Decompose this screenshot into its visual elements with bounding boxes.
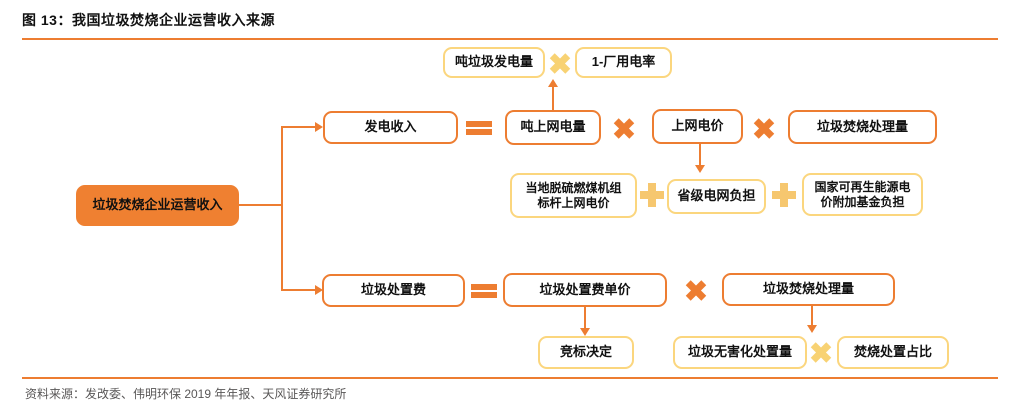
connector-branch-disposal [281, 289, 316, 291]
connector-volume-down [811, 306, 813, 326]
multiply-icon-power-1 [613, 117, 635, 139]
footer-rule [22, 377, 998, 379]
arrowhead-disposal-icon [315, 285, 323, 295]
root-node-operating-revenue: 垃圾焚烧企业运营收入 [76, 185, 239, 226]
connector-trunk-vertical [281, 127, 283, 291]
node-incineration-share: 焚烧处置占比 [837, 336, 949, 369]
multiply-icon-power-2 [753, 117, 775, 139]
node-renewable-surcharge-fund: 国家可再生能源电 价附加基金负担 [802, 173, 923, 216]
node-power-generated-per-ton: 吨垃圾发电量 [443, 47, 545, 78]
connector-tariff-down [699, 143, 701, 166]
plus-icon-tariff-2 [772, 183, 796, 207]
source-note: 资料来源：发改委、伟明环保 2019 年年报、天风证券研究所 [25, 387, 347, 401]
node-bid-decided: 竞标决定 [538, 336, 634, 369]
node-ongrid-tariff: 上网电价 [652, 109, 743, 144]
node-incineration-volume-top: 垃圾焚烧处理量 [788, 110, 937, 144]
multiply-icon-disposal [685, 279, 707, 301]
arrowhead-bid-icon [580, 328, 590, 336]
node-incineration-volume-bottom: 垃圾焚烧处理量 [722, 273, 895, 306]
arrowhead-volume-icon [807, 325, 817, 333]
node-ongrid-power-per-ton: 吨上网电量 [505, 110, 601, 145]
figure-title: 图 13：我国垃圾焚烧企业运营收入来源 [22, 12, 275, 28]
multiply-icon-generation [549, 52, 571, 74]
arrowhead-power-icon [315, 122, 323, 132]
node-disposal-fee: 垃圾处置费 [322, 274, 465, 307]
arrowhead-tariff-icon [695, 165, 705, 173]
multiply-icon-volume [810, 341, 832, 363]
node-harmless-disposal-volume: 垃圾无害化处置量 [673, 336, 807, 369]
equals-icon-disposal [471, 282, 497, 300]
connector-branch-power [281, 126, 316, 128]
node-benchmark-coal-tariff: 当地脱硫燃煤机组 标杆上网电价 [510, 173, 637, 218]
node-disposal-unit-price: 垃圾处置费单价 [503, 273, 667, 307]
connector-generation-up [552, 86, 554, 110]
node-power-revenue: 发电收入 [323, 111, 458, 144]
connector-root-horizontal [238, 204, 282, 206]
title-underline [22, 38, 998, 40]
connector-bid-down [584, 307, 586, 329]
arrowhead-generation-icon [548, 79, 558, 87]
node-provincial-grid-burden: 省级电网负担 [667, 179, 766, 214]
plus-icon-tariff-1 [640, 183, 664, 207]
node-one-minus-plant-use-rate: 1-厂用电率 [575, 47, 672, 78]
equals-icon-power [466, 119, 492, 137]
